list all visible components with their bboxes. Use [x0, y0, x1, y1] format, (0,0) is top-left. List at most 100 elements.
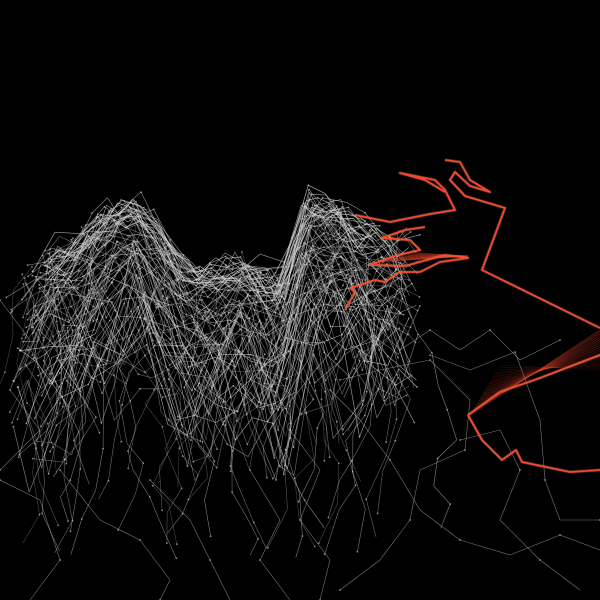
- vertex-dot: [319, 214, 322, 217]
- vertex-dot: [31, 274, 34, 277]
- vertex-dot: [167, 418, 170, 421]
- vertex-dot: [157, 231, 160, 233]
- vertex-dot: [77, 341, 80, 344]
- vertex-dot: [407, 333, 409, 336]
- vertex-dot: [223, 311, 226, 314]
- vertex-dot: [308, 199, 311, 201]
- vertex-dot: [266, 420, 269, 423]
- vertex-dot: [231, 268, 234, 271]
- vertex-dot: [378, 348, 380, 351]
- vertex-dot: [221, 343, 224, 346]
- vertex-dot: [256, 271, 258, 274]
- mesh-cross-strand: [0, 266, 33, 385]
- vertex-dot: [224, 255, 227, 258]
- vertex-dot: [127, 260, 130, 262]
- vertex-dot: [187, 271, 190, 273]
- vertex-dot: [175, 437, 178, 440]
- vertex-dot: [337, 211, 340, 214]
- mesh-cross-strand: [269, 277, 291, 468]
- vertex-dot: [98, 221, 100, 224]
- mesh-cross-strand: [318, 218, 354, 544]
- vertex-dot: [377, 387, 380, 390]
- vertex-dot: [317, 320, 320, 323]
- vertex-dot: [352, 272, 355, 274]
- vertex-dot: [46, 279, 48, 281]
- vertex-dot: [110, 270, 113, 272]
- vertex-dot: [313, 381, 316, 384]
- vertex-dot: [124, 226, 127, 229]
- vertex-dot: [229, 396, 232, 399]
- vertex-dot: [122, 221, 125, 224]
- vertex-dot: [180, 271, 183, 274]
- vertex-dot: [365, 390, 368, 393]
- vertex-dot: [104, 265, 107, 268]
- vertex-dot: [174, 293, 176, 296]
- vertex-dot: [338, 208, 341, 211]
- vertex-dot: [118, 214, 120, 217]
- mesh-cross-strand: [67, 211, 122, 386]
- vertex-dot: [114, 219, 116, 222]
- vertex-dot: [256, 280, 259, 283]
- vertex-dot: [229, 465, 232, 467]
- vertex-dot: [323, 342, 326, 344]
- vertex-dot: [104, 244, 106, 247]
- vertex-dot: [81, 381, 84, 383]
- vertex-dot: [96, 249, 99, 252]
- vertex-dot: [223, 327, 225, 330]
- vertex-dot: [297, 500, 300, 503]
- vertex-dot: [241, 251, 243, 253]
- vertex-dot: [128, 206, 131, 209]
- vertex-dot: [265, 272, 268, 275]
- mesh-cross-strand: [248, 273, 325, 528]
- vertex-dot: [275, 299, 278, 301]
- red-highlight-stroke: [354, 172, 456, 223]
- vertex-dot: [352, 305, 355, 308]
- vertex-dot: [55, 265, 57, 267]
- vertex-dot: [152, 291, 155, 293]
- vertex-dot: [376, 512, 379, 515]
- vertex-dot: [399, 261, 402, 264]
- sparse-web-strand: [369, 319, 561, 361]
- vertex-dot: [397, 356, 399, 359]
- mesh-cross-strand: [50, 262, 104, 555]
- vertex-dot: [350, 258, 353, 260]
- mesh-cross-strand: [164, 250, 187, 544]
- vertex-dot: [158, 257, 161, 260]
- vertex-dot: [73, 258, 75, 261]
- vertex-dot: [93, 291, 96, 294]
- vertex-dot: [56, 412, 58, 415]
- vertex-dot: [260, 366, 263, 369]
- vertex-dot: [203, 279, 206, 282]
- vertex-dot: [92, 329, 95, 331]
- vertex-dot: [387, 355, 389, 358]
- vertex-dot: [43, 264, 46, 267]
- vertex-dot: [333, 208, 336, 211]
- vertex-dot: [209, 535, 212, 538]
- vertex-dot: [278, 465, 281, 467]
- vertex-dot: [306, 203, 308, 206]
- vertex-dot: [210, 267, 213, 269]
- vertex-dot: [377, 337, 380, 340]
- vertex-dot: [245, 413, 248, 416]
- vertex-dot: [148, 496, 151, 498]
- vertex-dot: [385, 278, 387, 281]
- vertex-dot: [31, 354, 34, 357]
- mesh-strand: [25, 233, 407, 338]
- vertex-dot: [388, 244, 390, 247]
- vertex-dot: [22, 340, 24, 343]
- vertex-dot: [19, 350, 22, 352]
- vertex-dot: [139, 215, 141, 218]
- vertex-dot: [285, 407, 288, 410]
- vertex-dot: [263, 353, 266, 356]
- mesh-cross-strand: [68, 214, 107, 442]
- vertex-dot: [291, 236, 293, 239]
- mesh-cross-strand: [225, 272, 262, 556]
- vertex-dot: [68, 291, 71, 293]
- vertex-dot: [341, 333, 343, 336]
- vertex-dot: [124, 297, 127, 300]
- vertex-dot: [82, 232, 84, 235]
- red-fan-line: [495, 363, 600, 373]
- vertex-dot: [249, 295, 251, 297]
- vertex-dot: [224, 278, 227, 280]
- vertex-dot: [255, 268, 257, 270]
